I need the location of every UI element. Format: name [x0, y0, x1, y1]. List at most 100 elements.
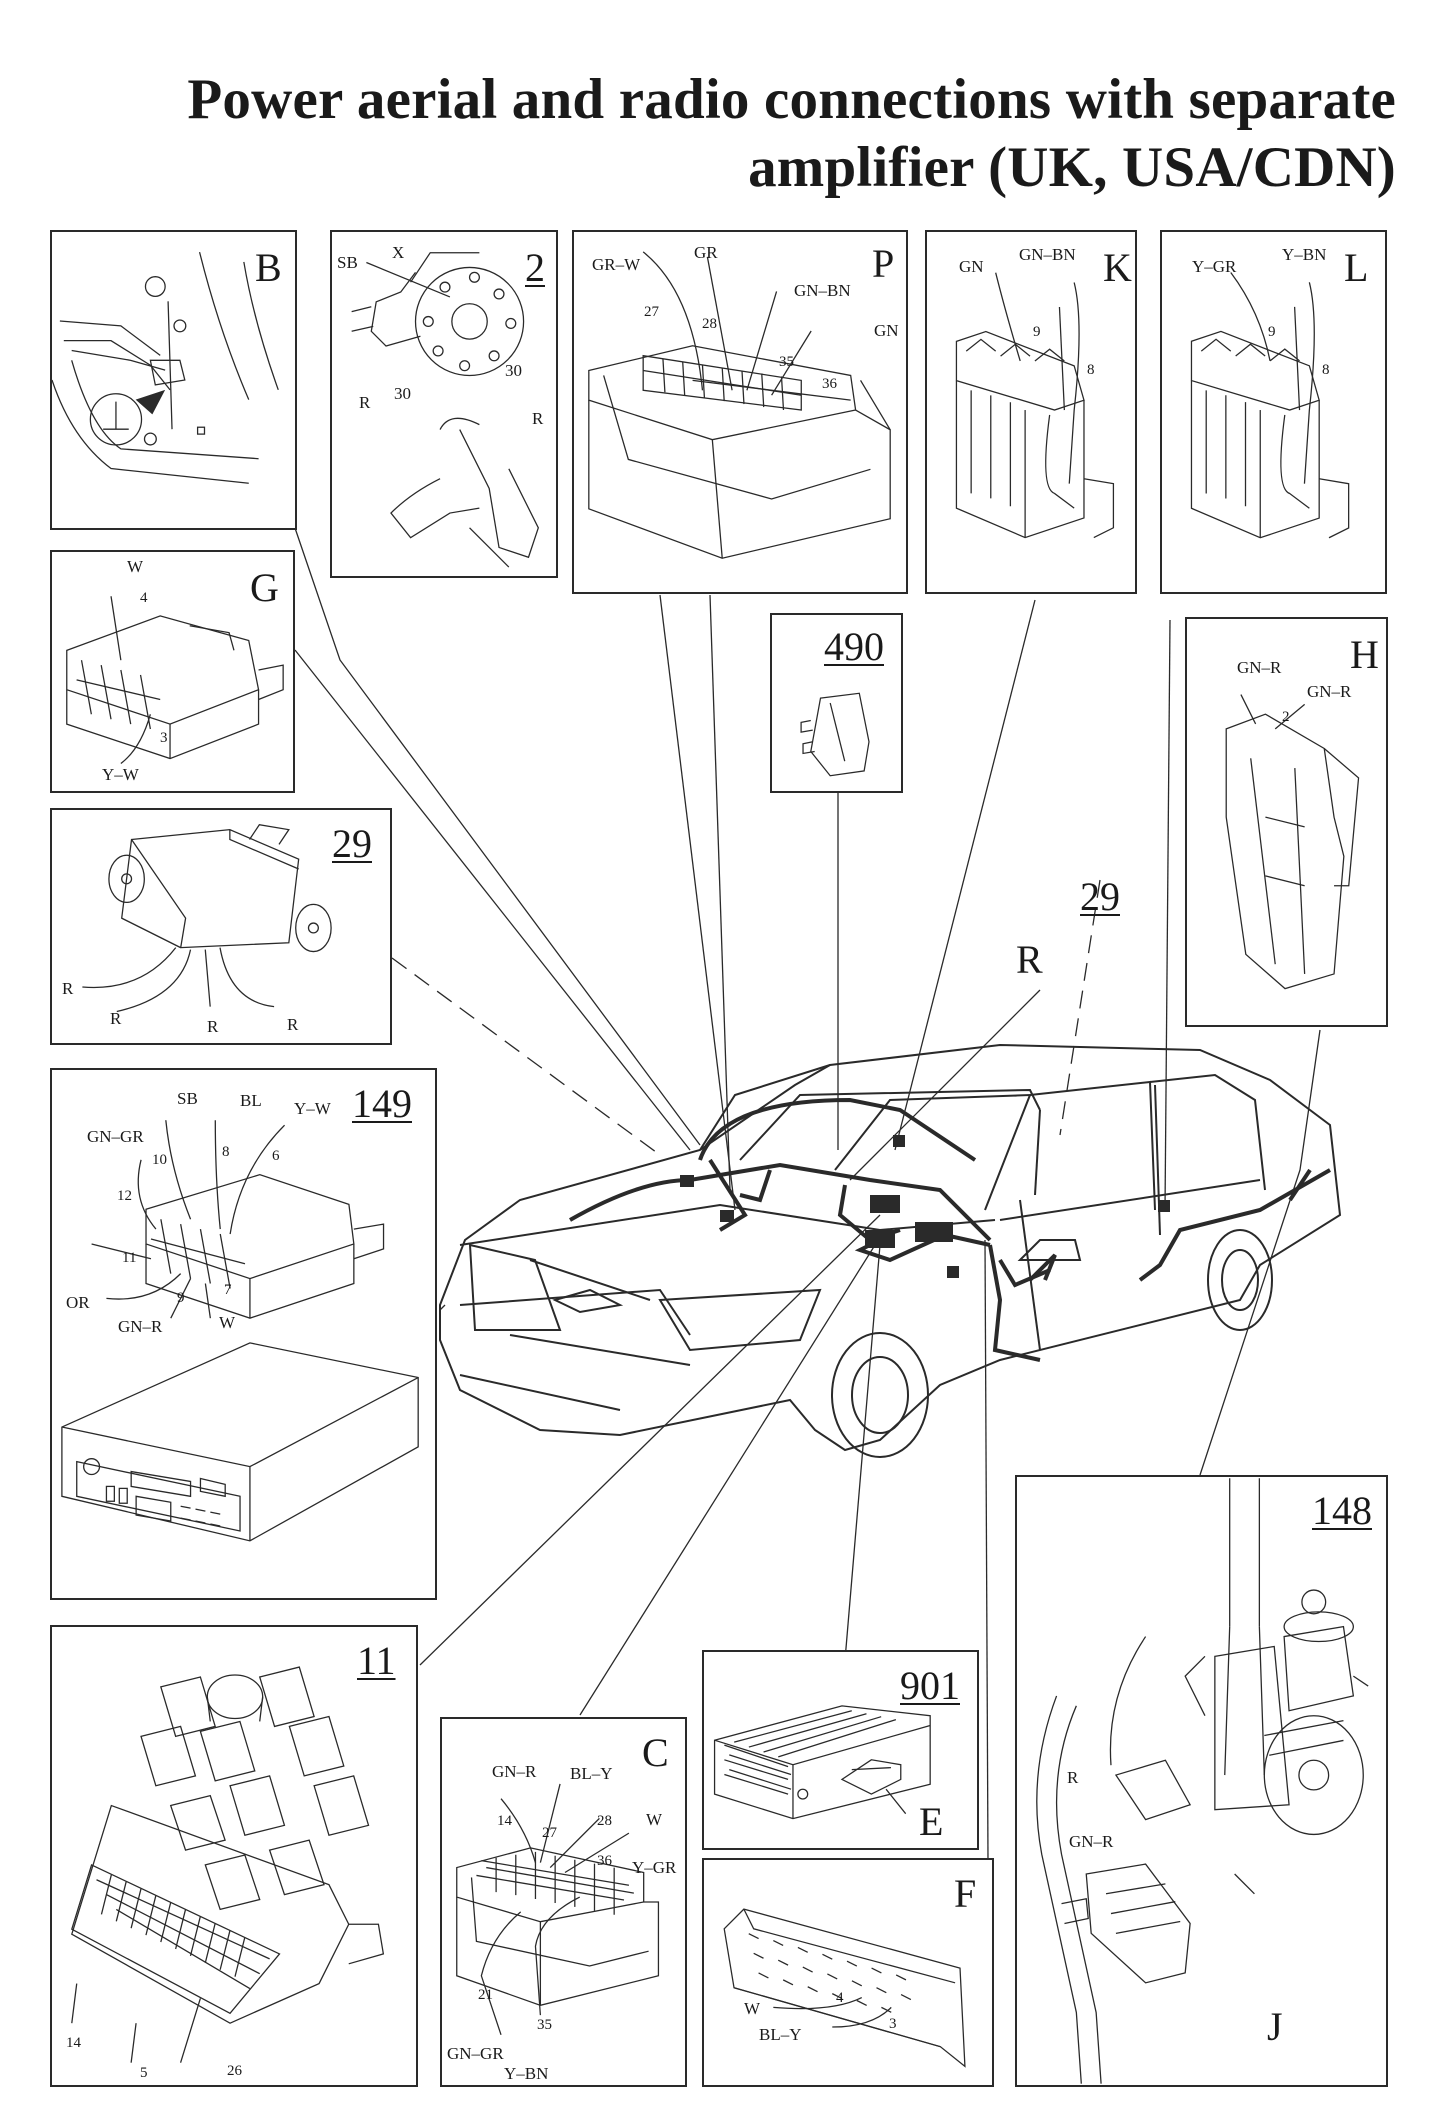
wire-label-bl-y: BL–Y	[759, 2025, 802, 2044]
panel-148-label: 148	[1312, 1488, 1372, 1533]
panel-2: 2 SB X R 30 30 R	[330, 230, 558, 578]
pin-label-28: 28	[702, 316, 717, 332]
panel-g-label: G	[250, 565, 279, 610]
pin-label-7: 7	[224, 1282, 232, 1298]
panel-901-label: 901	[900, 1663, 960, 1708]
wire-label-gn-gr: GN–GR	[447, 2044, 504, 2063]
page-title: Power aerial and radio connections with …	[187, 68, 1396, 131]
panel-p-label: P	[872, 241, 895, 286]
panel-490-label: 490	[824, 624, 884, 669]
wire-label-gn-r: GN–R	[118, 1317, 163, 1336]
arrow-marker-icon	[135, 389, 166, 415]
leader-lines	[294, 527, 1321, 1861]
wire-label-y-w: Y–W	[102, 765, 139, 784]
wire-label-gr: GR	[694, 243, 718, 262]
panel-148-sublabel-j: J	[1267, 2004, 1283, 2049]
panel-l-label: L	[1344, 245, 1369, 290]
pin-label-10: 10	[152, 1152, 167, 1168]
pin-label-8: 8	[1322, 362, 1330, 378]
panel-g: G W 4 3 Y–W	[50, 550, 295, 793]
wire-label-or: OR	[66, 1293, 90, 1312]
panel-c-label: C	[642, 1730, 669, 1775]
panel-29-label: 29	[332, 821, 372, 866]
page-title-line2: amplifier (UK, USA/CDN)	[748, 136, 1396, 199]
panel-f: F W 4 BL–Y 3	[702, 1858, 994, 2087]
car-label-29: 29	[1080, 874, 1120, 919]
panel-k: K GN GN–BN 9 8	[925, 230, 1137, 594]
pin-label-27: 27	[644, 304, 659, 320]
panel-29: 29 R R R R	[50, 808, 392, 1045]
pin-label-21: 21	[478, 1987, 493, 2003]
pin-label-14: 14	[497, 1813, 512, 1829]
pin-label-6: 6	[272, 1148, 280, 1164]
pin-label-36: 36	[597, 1853, 612, 1869]
wire-label-r-right: R	[532, 409, 544, 428]
panel-f-label: F	[954, 1871, 977, 1916]
wire-label-w: W	[646, 1810, 663, 1829]
wire-label-y-gr: Y–GR	[1192, 257, 1237, 276]
car-label-r: R	[1016, 937, 1043, 982]
wire-label-gn-gr: GN–GR	[87, 1127, 144, 1146]
connector-blocks	[680, 1135, 1170, 1278]
pin-label-5: 5	[140, 2065, 148, 2081]
pin-label-35: 35	[537, 2017, 552, 2033]
wire-label-gn-r-right: GN–R	[1307, 682, 1352, 701]
wire-label-gn-bn: GN–BN	[1019, 245, 1076, 264]
pin-label-28: 28	[597, 1813, 612, 1829]
panel-b-label: B	[255, 245, 282, 290]
wire-label-bl: BL	[240, 1091, 262, 1110]
ground-symbol-icon	[89, 393, 143, 446]
pin-label-2: 2	[1282, 709, 1290, 725]
pin-label-30-right: 30	[505, 361, 522, 380]
wire-label-gn: GN	[959, 257, 984, 276]
panel-901: 901 E	[702, 1650, 979, 1850]
wire-label-r-4: R	[287, 1015, 299, 1034]
pin-label-14: 14	[66, 2035, 81, 2051]
pin-label-3: 3	[160, 730, 168, 746]
wire-label-gn-r: GN–R	[492, 1762, 537, 1781]
panel-c: C GN–R BL–Y 14 27 28 W 36 Y–GR 21 35 GN–…	[440, 1717, 687, 2087]
panel-l: L Y–GR Y–BN 9 8	[1160, 230, 1387, 594]
pin-label-3: 3	[889, 2016, 897, 2032]
wire-label-y-w: Y–W	[294, 1099, 331, 1118]
wire-label-r-1: R	[62, 979, 74, 998]
pin-label-27: 27	[542, 1825, 557, 1841]
pin-label-35: 35	[779, 354, 794, 370]
pin-label-9: 9	[1033, 324, 1041, 340]
pin-label-4: 4	[140, 590, 148, 606]
wire-label-r: R	[1067, 1768, 1079, 1787]
wire-label-gn-bn: GN–BN	[794, 281, 851, 300]
wire-label-r-left: R	[359, 393, 371, 412]
panel-p: P GR–W GR GN–BN GN 27 28 35 36	[572, 230, 908, 594]
pin-label-8: 8	[222, 1144, 230, 1160]
wire-label-y-gr: Y–GR	[632, 1858, 677, 1877]
panel-h: H GN–R GN–R 2	[1185, 617, 1388, 1027]
panel-148: 148 R GN–R J	[1015, 1475, 1388, 2087]
panel-h-label: H	[1350, 632, 1379, 677]
wire-label-sb: SB	[337, 253, 358, 272]
pin-label-30-left: 30	[394, 384, 411, 403]
wire-label-w: W	[744, 1999, 761, 2018]
wire-label-y-bn: Y–BN	[1282, 245, 1327, 264]
wire-label-w: W	[127, 557, 144, 576]
panel-b: B	[50, 230, 297, 530]
pin-label-12: 12	[117, 1188, 132, 1204]
wire-label-bl-y: BL–Y	[570, 1764, 613, 1783]
wire-label-r-2: R	[110, 1009, 122, 1028]
pin-label-11: 11	[122, 1250, 137, 1266]
pin-label-9: 9	[177, 1290, 185, 1306]
panel-k-label: K	[1103, 245, 1132, 290]
panel-901-sublabel-e: E	[919, 1799, 944, 1844]
wire-label-gn-r: GN–R	[1069, 1832, 1114, 1851]
panel-11: 11 14 5 26	[50, 1625, 418, 2087]
wiring-harness	[569, 1097, 1331, 1362]
pin-label-36: 36	[822, 376, 837, 392]
wire-label-x: X	[392, 243, 405, 262]
pin-label-8: 8	[1087, 362, 1095, 378]
panel-2-label: 2	[525, 245, 545, 290]
wire-label-r-3: R	[207, 1017, 219, 1036]
panel-11-label: 11	[357, 1638, 396, 1683]
pin-label-26: 26	[227, 2063, 242, 2079]
pin-label-9: 9	[1268, 324, 1276, 340]
